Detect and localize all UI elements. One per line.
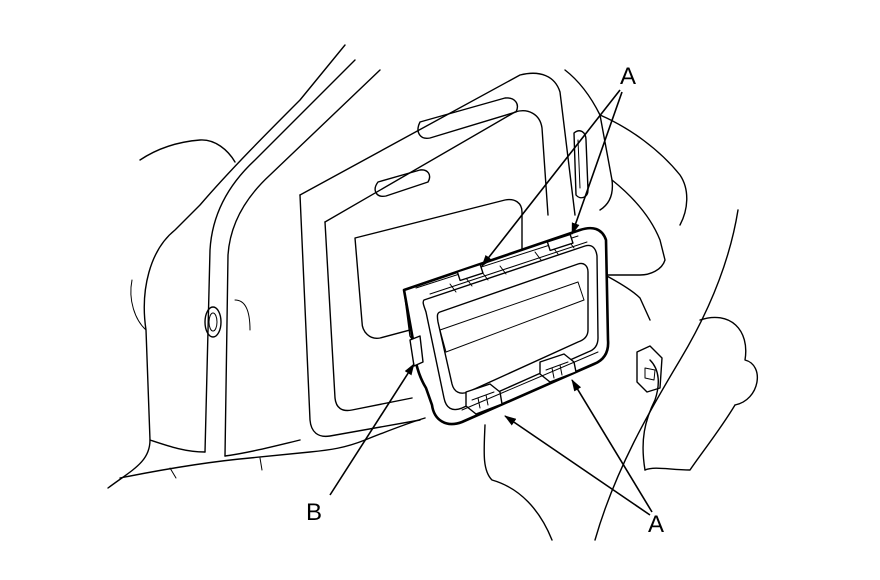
callout-a-bottom: A (648, 511, 664, 538)
leader-a-bottom-left (504, 415, 651, 516)
trim-bezel (402, 226, 610, 426)
leader-a-bottom-right (571, 379, 653, 513)
leader-a-top-right (571, 91, 623, 235)
leader-b (329, 363, 415, 496)
body-structure (107, 44, 759, 541)
callout-a-top: A (620, 63, 636, 90)
leader-a-top-left (481, 89, 621, 267)
leader-arrows (329, 89, 653, 516)
callout-b: B (306, 499, 322, 526)
